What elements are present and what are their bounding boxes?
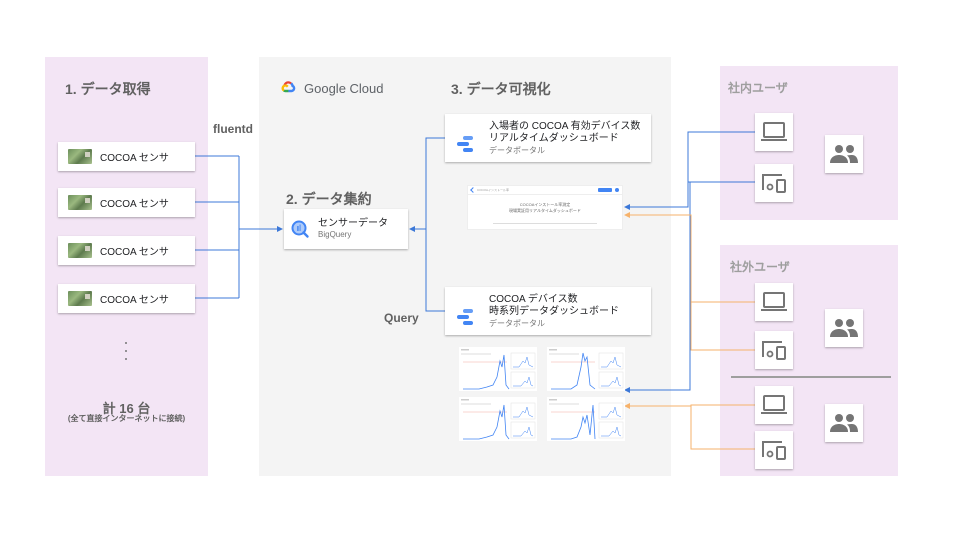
external-user-group[interactable] bbox=[825, 404, 863, 442]
sensor-total-count: 計 16 台 bbox=[102, 401, 151, 416]
bigquery-dataset-name: センサーデータ bbox=[318, 217, 388, 229]
data-studio-icon bbox=[457, 309, 473, 325]
raspberry-pi-board-icon bbox=[68, 243, 92, 258]
external-mobile-devices[interactable] bbox=[755, 431, 793, 469]
dashboard-service-label: データポータル bbox=[489, 318, 545, 328]
raspberry-pi-board-icon bbox=[68, 149, 92, 164]
internal-mobile-devices[interactable] bbox=[755, 164, 793, 202]
timeseries-mini-chart bbox=[549, 399, 624, 440]
people-group-icon bbox=[830, 319, 858, 337]
sensor-card[interactable]: COCOA センサ bbox=[58, 142, 195, 171]
bigquery-card[interactable]: センサーデータ BigQuery bbox=[284, 209, 408, 249]
preview-title-line1: COCOAインストール率測定 bbox=[519, 202, 571, 207]
preview-toolbar: COCOAインストール率 bbox=[468, 186, 622, 195]
dashboard-title-line1: 入場者の COCOA 有効デバイス数 bbox=[489, 120, 641, 132]
devices-icon bbox=[762, 441, 786, 460]
bigquery-service-label: BigQuery bbox=[318, 230, 352, 240]
laptop-icon bbox=[761, 122, 787, 141]
laptop-icon bbox=[761, 292, 787, 311]
section-title-acquire: 1. データ取得 bbox=[65, 81, 151, 97]
raspberry-pi-board-icon bbox=[68, 195, 92, 210]
external-laptop[interactable] bbox=[755, 283, 793, 321]
preview-title-line2: 現場実証用リアルタイムダッシュボード bbox=[509, 208, 581, 213]
laptop-icon bbox=[761, 395, 787, 414]
external-users-panel bbox=[720, 245, 898, 476]
external-users-divider bbox=[731, 376, 891, 378]
sensor-card[interactable]: COCOA センサ bbox=[58, 236, 195, 265]
sensor-connection-note: (全て直接インターネットに接続) bbox=[67, 414, 186, 423]
preview-share-button bbox=[598, 188, 612, 192]
raspberry-pi-board-icon bbox=[68, 291, 92, 306]
section-title-aggregate: 2. データ集約 bbox=[286, 191, 372, 207]
timeseries-dashboard-card[interactable]: COCOA デバイス数 時系列データダッシュボード データポータル bbox=[445, 287, 651, 335]
timeseries-mini-chart bbox=[461, 399, 536, 440]
internal-user-group[interactable] bbox=[825, 135, 863, 173]
fluentd-label: fluentd bbox=[213, 122, 253, 136]
people-group-icon bbox=[830, 145, 858, 163]
dashboard-service-label: データポータル bbox=[489, 145, 545, 155]
external-users-title: 社外ユーザ bbox=[730, 260, 790, 274]
external-mobile-devices[interactable] bbox=[755, 331, 793, 369]
section-title-visualize: 3. データ可視化 bbox=[451, 81, 551, 97]
timeseries-preview-thumbnail[interactable] bbox=[547, 347, 625, 391]
sensor-label: COCOA センサ bbox=[100, 295, 169, 306]
timeseries-mini-chart bbox=[461, 349, 536, 390]
realtime-dashboard-preview[interactable]: COCOAインストール率 COCOAインストール率測定 現場実証用リアルタイムダ… bbox=[467, 185, 623, 230]
dashboard-title-line2: 時系列データダッシュボード bbox=[489, 306, 619, 317]
external-user-group[interactable] bbox=[825, 309, 863, 347]
more-sensors-ellipsis bbox=[125, 342, 128, 366]
data-studio-icon bbox=[457, 136, 473, 152]
google-cloud-icon bbox=[281, 81, 296, 93]
preview-avatar-icon bbox=[615, 188, 619, 192]
preview-header-text: COCOAインストール率 bbox=[477, 188, 509, 192]
sensor-card[interactable]: COCOA センサ bbox=[58, 188, 195, 217]
timeseries-mini-chart bbox=[549, 349, 624, 390]
query-label: Query bbox=[384, 311, 419, 325]
data-acquisition-panel bbox=[45, 57, 208, 476]
timeseries-preview-thumbnail[interactable] bbox=[547, 397, 625, 441]
back-arrow-icon bbox=[470, 187, 476, 193]
dashboard-title-line1: COCOA デバイス数 bbox=[489, 293, 578, 305]
timeseries-preview-thumbnail[interactable] bbox=[459, 347, 537, 391]
sensor-label: COCOA センサ bbox=[100, 199, 169, 210]
external-laptop[interactable] bbox=[755, 386, 793, 424]
people-group-icon bbox=[830, 414, 858, 432]
bigquery-icon bbox=[291, 220, 309, 238]
sensor-label: COCOA センサ bbox=[100, 153, 169, 164]
timeseries-preview-thumbnail[interactable] bbox=[459, 397, 537, 441]
devices-icon bbox=[762, 341, 786, 360]
google-cloud-text: Google Cloud bbox=[304, 80, 384, 96]
sensor-label: COCOA センサ bbox=[100, 247, 169, 258]
devices-icon bbox=[762, 174, 786, 193]
internal-laptop[interactable] bbox=[755, 113, 793, 151]
sensor-card[interactable]: COCOA センサ bbox=[58, 284, 195, 313]
internal-users-title: 社内ユーザ bbox=[728, 81, 788, 95]
realtime-dashboard-card[interactable]: 入場者の COCOA 有効デバイス数 リアルタイムダッシュボード データポータル bbox=[445, 114, 651, 162]
preview-divider bbox=[493, 223, 597, 224]
dashboard-title-line2: リアルタイムダッシュボード bbox=[489, 133, 619, 144]
google-cloud-logo: Google Cloud bbox=[278, 80, 384, 96]
